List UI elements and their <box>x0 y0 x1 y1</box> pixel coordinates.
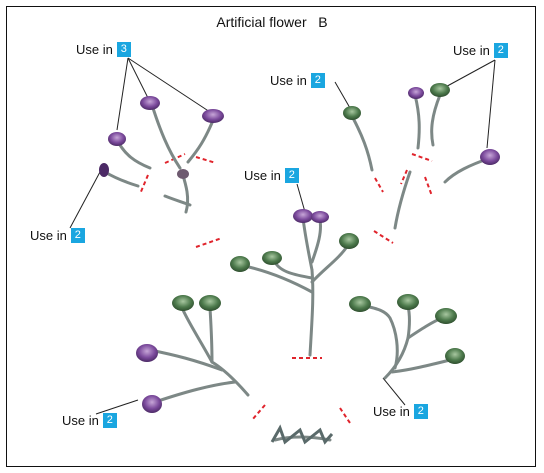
callout-top-left-3: Use in 3 <box>76 42 131 57</box>
count-badge: 3 <box>116 42 131 57</box>
count-badge: 2 <box>70 228 85 243</box>
callout-label: Use in <box>244 168 281 183</box>
count-badge: 2 <box>284 168 299 183</box>
figure-title: Artificial flower B <box>216 14 328 30</box>
cut-marks <box>139 153 433 424</box>
callout-label: Use in <box>30 228 67 243</box>
count-badge: 2 <box>102 413 117 428</box>
pointer-lines <box>69 57 496 415</box>
count-badge: 2 <box>493 43 508 58</box>
callout-center: Use in 2 <box>244 168 299 183</box>
callout-label: Use in <box>76 42 113 57</box>
count-badge: 2 <box>310 73 325 88</box>
callout-label: Use in <box>62 413 99 428</box>
callout-top-right: Use in 2 <box>453 43 508 58</box>
callout-bottom-left: Use in 2 <box>62 413 117 428</box>
stems <box>103 93 492 442</box>
callout-left: Use in 2 <box>30 228 85 243</box>
callout-label: Use in <box>453 43 490 58</box>
figure-frame <box>6 6 536 467</box>
callout-label: Use in <box>270 73 307 88</box>
blossoms <box>99 83 500 445</box>
count-badge: 2 <box>413 404 428 419</box>
callout-label: Use in <box>373 404 410 419</box>
callout-top-center: Use in 2 <box>270 73 325 88</box>
callout-bottom-right: Use in 2 <box>373 404 428 419</box>
